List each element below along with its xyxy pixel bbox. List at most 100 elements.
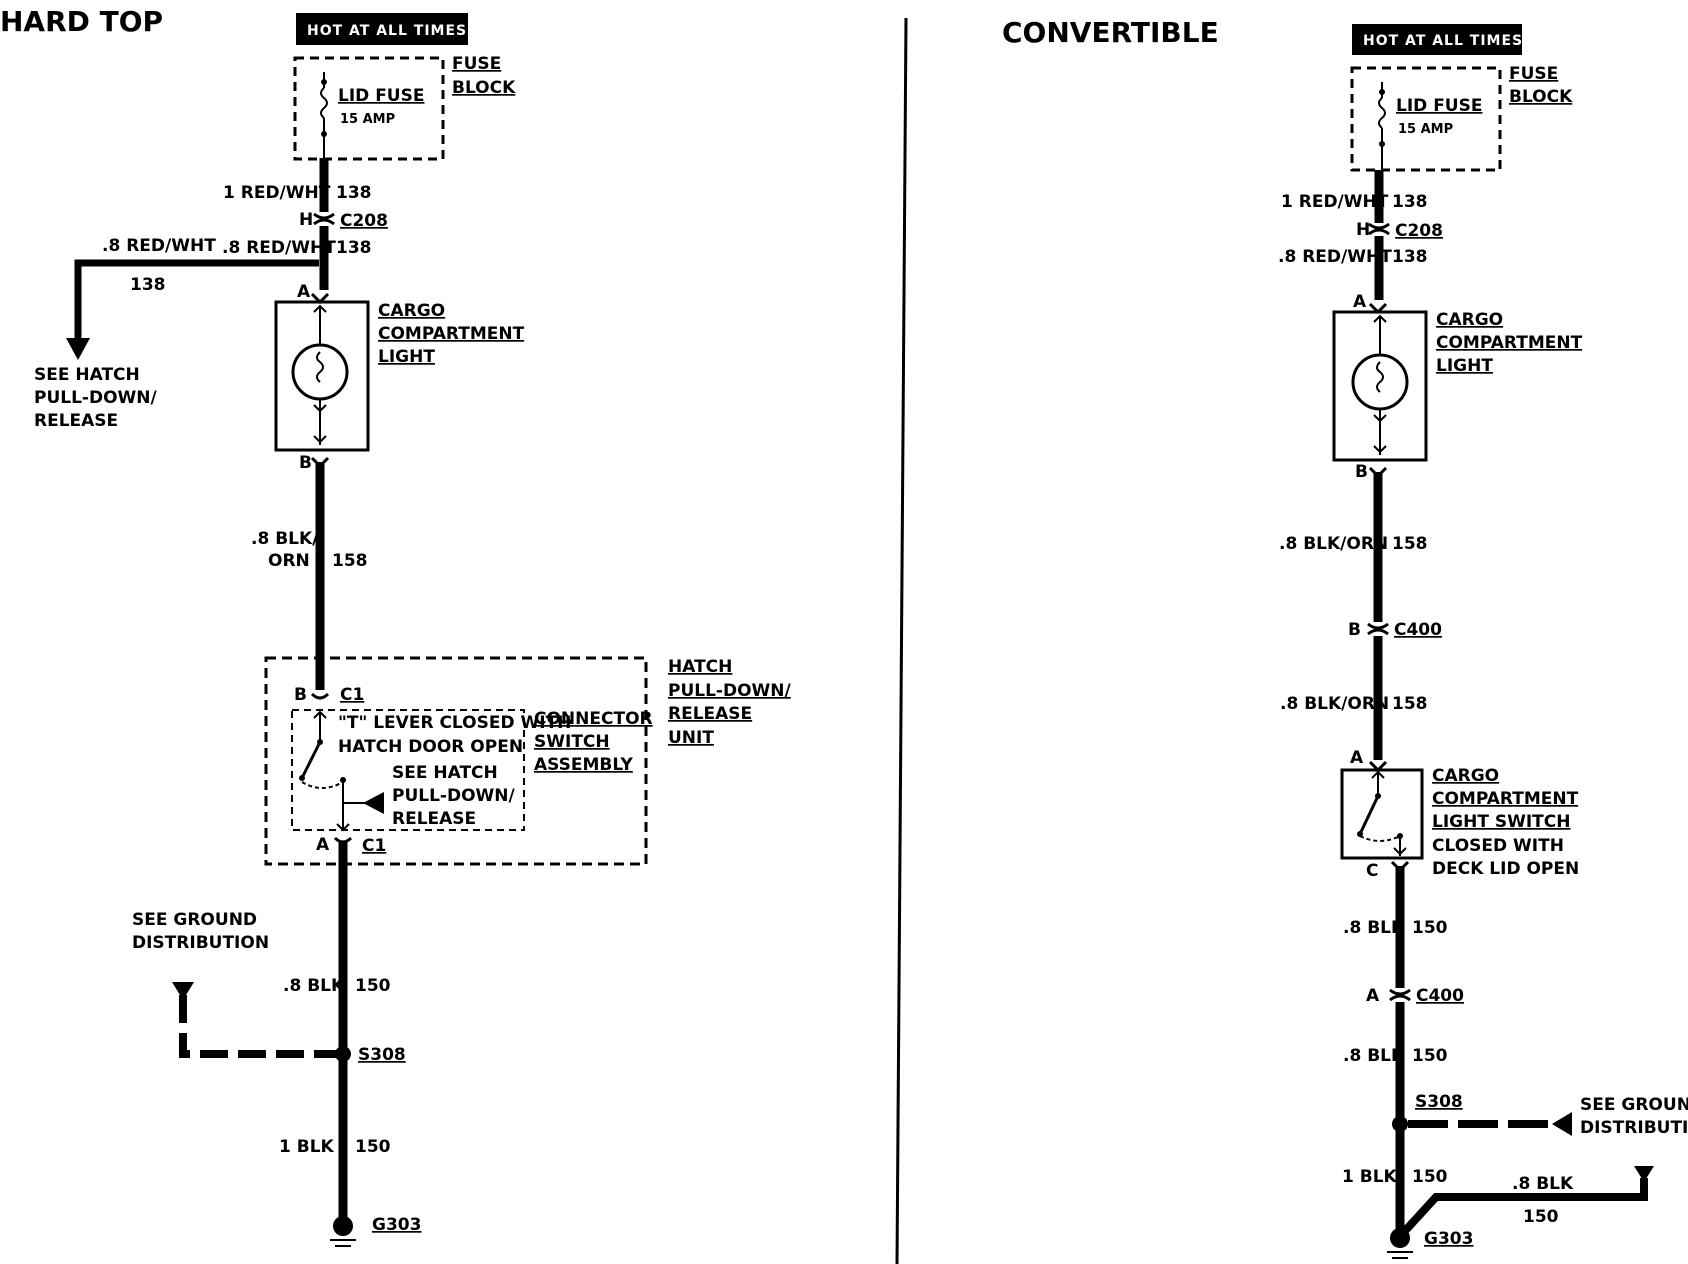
wire5-label: .8 BLK bbox=[1343, 918, 1405, 938]
wire2-circuit: 138 bbox=[336, 238, 372, 258]
cargo-light-label-1: CARGO bbox=[1436, 310, 1503, 330]
switch-pin-c: C bbox=[1366, 861, 1378, 881]
fuse-block-outline bbox=[1350, 66, 1502, 172]
c400-bottom-label: C400 bbox=[1416, 986, 1464, 1006]
c400-top-connector bbox=[1367, 622, 1389, 636]
convertible-diagram: CONVERTIBLE HOT AT ALL TIMES FUSE BLOCK … bbox=[1002, 16, 1688, 1259]
see-ground-line-1: SEE GROUND bbox=[1580, 1095, 1688, 1115]
ground-link-wire bbox=[1401, 1178, 1648, 1235]
fuse-block-outline bbox=[293, 56, 445, 161]
hot-at-all-times-label: HOT AT ALL TIMES bbox=[1363, 33, 1523, 49]
fuse-block-label-2: BLOCK bbox=[452, 78, 516, 98]
hot-at-all-times-label: HOT AT ALL TIMES bbox=[307, 23, 467, 39]
convertible-title: CONVERTIBLE bbox=[1002, 16, 1219, 49]
c1-top-connector bbox=[310, 692, 330, 700]
branch-circuit: 138 bbox=[130, 275, 166, 295]
connector-switch-label-3: ASSEMBLY bbox=[534, 755, 634, 775]
wire1-circuit: 138 bbox=[336, 183, 372, 203]
wire8-label: .8 BLK bbox=[1512, 1174, 1574, 1194]
wire1-label: 1 RED/WHT bbox=[223, 183, 331, 203]
wire3-label-1: .8 BLK/ bbox=[251, 529, 319, 549]
ground-link-arrow-icon bbox=[1634, 1166, 1654, 1182]
fuse-amp-label: 15 AMP bbox=[340, 112, 395, 127]
wire3-circuit: 158 bbox=[1392, 534, 1428, 554]
t-lever-line-2: HATCH DOOR OPEN bbox=[338, 737, 523, 757]
connector-switch-outline bbox=[291, 709, 525, 831]
c208-label: C208 bbox=[340, 211, 388, 231]
wire3-label-2: ORN bbox=[268, 551, 310, 571]
cargo-light-label-2: COMPARTMENT bbox=[1436, 333, 1583, 353]
switch-label-4: CLOSED WITH bbox=[1432, 836, 1564, 856]
branch-wire-138 bbox=[74, 259, 319, 345]
lid-fuse-symbol bbox=[320, 72, 328, 158]
c400-bottom-pin: A bbox=[1366, 986, 1380, 1006]
light-pin-a: A bbox=[297, 282, 311, 302]
c1-bottom-label: C1 bbox=[362, 836, 386, 856]
wire4-label: .8 BLK/ORN bbox=[1280, 694, 1389, 714]
c1-pin-a: A bbox=[316, 835, 330, 855]
wire6-label: .8 BLK bbox=[1343, 1046, 1405, 1066]
fuse-block-label-2: BLOCK bbox=[1509, 87, 1573, 107]
switch-pin-a: A bbox=[1350, 748, 1364, 768]
wire7-circuit: 150 bbox=[1412, 1167, 1448, 1187]
wire1-label: 1 RED/WHT bbox=[1281, 192, 1389, 212]
wire3-circuit: 158 bbox=[332, 551, 368, 571]
wire6-circuit: 150 bbox=[1412, 1046, 1448, 1066]
ground-dist-arrow-icon bbox=[1552, 1112, 1572, 1136]
switch-label-2: COMPARTMENT bbox=[1432, 789, 1579, 809]
bulb-icon bbox=[291, 304, 349, 445]
wire8-circuit: 150 bbox=[1523, 1207, 1559, 1227]
wire3-label: .8 BLK/ORN bbox=[1279, 534, 1388, 554]
wire2-circuit: 138 bbox=[1392, 247, 1428, 267]
g303-label: G303 bbox=[372, 1215, 421, 1235]
light-pin-b: B bbox=[299, 453, 312, 473]
ground-icon bbox=[330, 1216, 356, 1247]
switch-label-1: CARGO bbox=[1432, 766, 1499, 786]
hot-at-all-times-box bbox=[1352, 24, 1522, 55]
cargo-light-label-2: COMPARTMENT bbox=[378, 324, 525, 344]
hard-top-title: HARD TOP bbox=[0, 5, 163, 38]
see-hatch-line-1: SEE HATCH bbox=[34, 365, 140, 385]
connector-switch-label-2: SWITCH bbox=[534, 732, 610, 752]
wire2-label: .8 RED/WHT bbox=[222, 238, 336, 258]
ground-dist-arrow-icon bbox=[172, 982, 194, 1000]
wire4-circuit: 158 bbox=[1392, 694, 1428, 714]
wire5-label: 1 BLK bbox=[279, 1137, 335, 1157]
hot-at-all-times-box bbox=[296, 13, 468, 45]
s308-label: S308 bbox=[358, 1045, 406, 1065]
hatch-switch-symbol bbox=[299, 710, 384, 832]
c400-bottom-connector bbox=[1389, 988, 1411, 1002]
fuse-block-label-1: FUSE bbox=[452, 54, 501, 74]
s308-splice bbox=[335, 1046, 351, 1062]
c400-top-pin: B bbox=[1348, 620, 1361, 640]
hatch-unit-label-1: HATCH bbox=[668, 657, 732, 677]
c208-pin: H bbox=[1356, 220, 1370, 240]
ground-dist-wire bbox=[179, 995, 337, 1058]
c208-connector bbox=[313, 212, 335, 226]
wire5-circuit: 150 bbox=[355, 1137, 391, 1157]
branch-arrow-icon bbox=[66, 338, 90, 360]
c208-pin: H bbox=[299, 210, 313, 230]
hard-top-diagram: HARD TOP HOT AT ALL TIMES FUSE BLOCK LID… bbox=[0, 5, 792, 1247]
light-switch-symbol bbox=[1357, 770, 1407, 856]
cargo-light-box bbox=[274, 300, 370, 452]
t-lever-line-1: "T" LEVER CLOSED WITH bbox=[338, 713, 571, 733]
wire5-circuit: 150 bbox=[1412, 918, 1448, 938]
lid-fuse-label: LID FUSE bbox=[1396, 96, 1482, 116]
c1-pin-b: B bbox=[294, 685, 307, 705]
hatch-unit-label-3: RELEASE bbox=[668, 704, 752, 724]
c1-top-label: C1 bbox=[340, 685, 364, 705]
light-pin-a: A bbox=[1353, 292, 1367, 312]
switch-see-hatch-2: PULL-DOWN/ bbox=[392, 786, 516, 806]
wire7-label: 1 BLK bbox=[1342, 1167, 1398, 1187]
light-pin-b: B bbox=[1355, 462, 1368, 482]
lid-fuse-label: LID FUSE bbox=[338, 86, 424, 106]
hatch-unit-label-4: UNIT bbox=[668, 728, 714, 748]
cargo-light-label-1: CARGO bbox=[378, 301, 445, 321]
see-hatch-line-2: PULL-DOWN/ bbox=[34, 388, 158, 408]
cargo-light-box bbox=[1332, 310, 1428, 462]
c400-top-label: C400 bbox=[1394, 620, 1442, 640]
ground-icon bbox=[1387, 1228, 1413, 1259]
branch-label: .8 RED/WHT bbox=[102, 236, 216, 256]
